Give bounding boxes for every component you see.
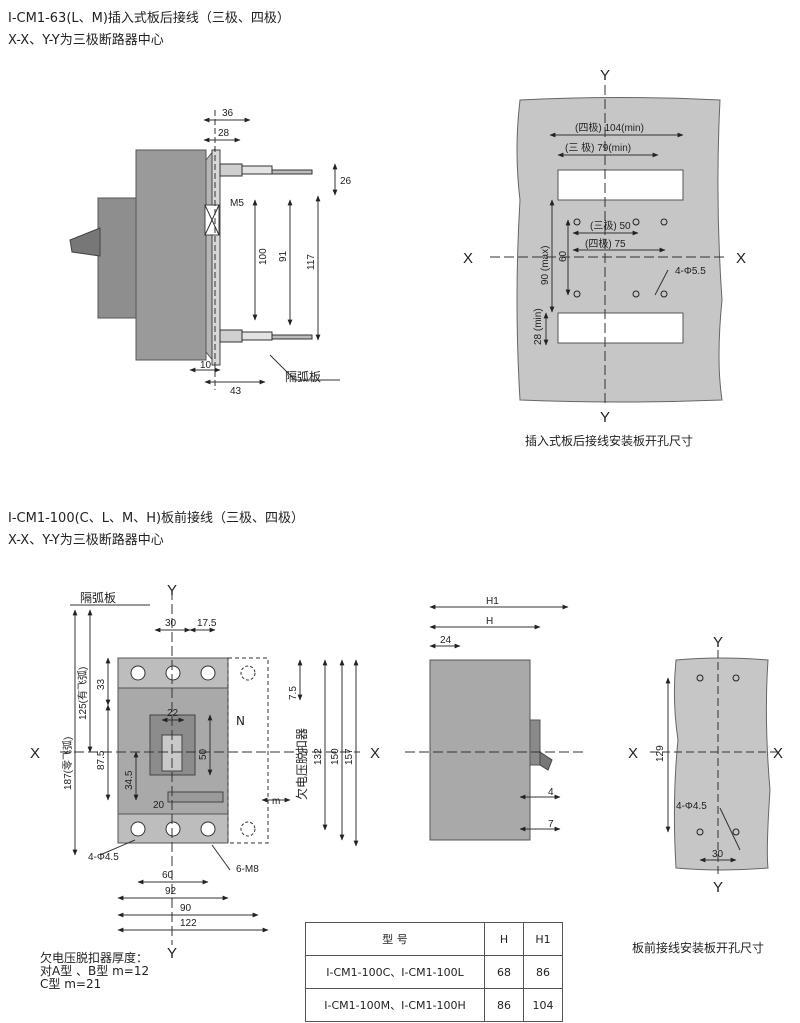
spec-cell: 86: [484, 988, 524, 1022]
dim-92: 92: [165, 886, 177, 897]
dim-26: 26: [340, 176, 352, 187]
table-row: I-CM1-100C、I-CM1-100L 68 86: [305, 955, 563, 989]
dim-24: 24: [440, 635, 452, 646]
dim-60: 60: [558, 250, 569, 262]
dim-75: (四极) 75: [585, 237, 626, 250]
note-line-3: C型 m=21: [40, 977, 101, 991]
s1-side-dims: 36 28 26 M5 100 91 117 10 43 隔弧板: [200, 108, 352, 397]
s2-panel-axis-x-left: X: [628, 745, 638, 762]
section1-subtitle: X-X、Y-Y为三极断路器中心: [8, 33, 164, 48]
dim-30: 30: [165, 618, 177, 629]
spec-cell: I-CM1-100M、I-CM1-100H: [305, 988, 485, 1022]
section2-subtitle: X-X、Y-Y为三极断路器中心: [8, 533, 164, 548]
dim-91: 91: [278, 250, 289, 262]
dim-28: 28: [218, 128, 230, 139]
dim-60-front: 60: [162, 870, 174, 881]
spec-cell: 68: [484, 955, 524, 989]
spec-header-h: H: [484, 922, 524, 956]
s1-hole-label: 4-Φ5.5: [675, 266, 706, 277]
s2-label-uv: 欠电压脱扣器: [294, 728, 309, 800]
s2-front-view: 隔弧板 Y Y X X 30 17.5 33 125(有飞弧) 187(零飞弧)…: [30, 582, 380, 991]
s2-panel: Y Y X X 129 4-Φ4.5 30 板前接线安装板开孔尺寸: [628, 634, 783, 955]
dim-122: 122: [180, 918, 197, 929]
dim-79min: (三 极) 79(min): [565, 141, 631, 154]
dim-50-front: 50: [198, 748, 209, 760]
dim-125: 125(有飞弧): [76, 667, 89, 720]
dim-150: 150: [330, 748, 341, 765]
dim-28min: 28 (min): [533, 308, 544, 345]
s1-axis-y-top: Y: [600, 67, 610, 84]
dim-4: 4: [548, 787, 554, 798]
dim-117: 117: [306, 254, 317, 270]
s2-hole-label: 4-Φ4.5: [88, 852, 119, 863]
dim-100: 100: [258, 248, 269, 265]
s2-axis-x-right: X: [370, 745, 380, 762]
dim-129: 129: [655, 745, 666, 762]
s1-panel: Y Y X X (四极) 104(min) (三 极) 79(min) (三极)…: [463, 67, 746, 448]
dim-90max: 90 (max): [540, 246, 551, 285]
spec-header-model: 型 号: [305, 922, 485, 956]
dim-43: 43: [230, 386, 242, 397]
s2-panel-axis-y-bottom: Y: [713, 879, 723, 896]
section1-title: I-CM1-63(L、M)插入式板后接线（三极、四极）: [8, 11, 290, 26]
s2-panel-axis-x-right: X: [773, 745, 783, 762]
s1-body-main: [135, 149, 207, 361]
s1-side-view: [69, 110, 340, 390]
s1-axis-y-bottom: Y: [600, 409, 610, 426]
label-barrier-1: 隔弧板: [285, 370, 321, 384]
dim-7: 7: [548, 819, 554, 830]
s2-label-m: m: [272, 796, 280, 807]
dim-17-5: 17.5: [197, 618, 217, 629]
dim-87-5: 87.5: [96, 750, 107, 770]
table-row: I-CM1-100M、I-CM1-100H 86 104: [305, 988, 563, 1022]
s2-axis-x-left: X: [30, 745, 40, 762]
s1-axis-x-right: X: [736, 250, 746, 267]
s1-panel-caption: 插入式板后接线安装板开孔尺寸: [525, 433, 693, 448]
s2-panel-caption: 板前接线安装板开孔尺寸: [632, 940, 764, 955]
s2-axis-y-bottom: Y: [167, 945, 177, 962]
spec-header-row: 型 号 H H1: [305, 922, 563, 956]
dim-h: H: [486, 616, 493, 627]
s2-screw-label: 6-M8: [236, 864, 259, 875]
note-line-2: 对A型 、B型 m=12: [40, 964, 149, 978]
spec-header-h1: H1: [523, 922, 563, 956]
s1-axis-x-left: X: [463, 250, 473, 267]
dim-m5: M5: [230, 198, 244, 209]
dim-33: 33: [96, 678, 107, 690]
spec-cell: I-CM1-100C、I-CM1-100L: [305, 955, 485, 989]
section2-title: I-CM1-100(C、L、M、H)板前接线（三极、四极）: [8, 511, 305, 526]
dim-10: 10: [200, 360, 212, 371]
spec-cell: 104: [523, 988, 563, 1022]
spec-table: 型 号 H H1 I-CM1-100C、I-CM1-100L 68 86 I-C…: [305, 922, 563, 1022]
dim-20: 20: [153, 800, 165, 811]
s2-label-barrier: 隔弧板: [80, 591, 116, 605]
spec-cell: 86: [523, 955, 563, 989]
dim-36: 36: [222, 108, 234, 119]
dim-90: 90: [180, 903, 192, 914]
s2-label-n: N: [236, 714, 245, 728]
dim-22: 22: [167, 708, 179, 719]
dim-104min: (四极) 104(min): [575, 121, 644, 134]
s2-panel-hole-label: 4-Φ4.5: [676, 801, 707, 812]
s2-panel-axis-y-top: Y: [713, 634, 723, 651]
dim-30-panel: 30: [712, 849, 724, 860]
dim-34-5: 34.5: [124, 770, 135, 790]
dim-h1: H1: [486, 596, 499, 607]
s2-axis-y-top: Y: [167, 582, 177, 599]
note-line-1: 欠电压脱扣器厚度：: [40, 950, 148, 965]
dim-187: 187(零飞弧): [61, 737, 74, 790]
dim-132: 132: [313, 748, 324, 765]
s2-side-view: H1 H 24 4 7: [405, 596, 585, 841]
s1-body-front: [97, 197, 139, 319]
dim-50: (三极) 50: [590, 219, 631, 232]
dim-7-5: 7.5: [288, 686, 299, 700]
dim-157: 157: [344, 748, 355, 765]
